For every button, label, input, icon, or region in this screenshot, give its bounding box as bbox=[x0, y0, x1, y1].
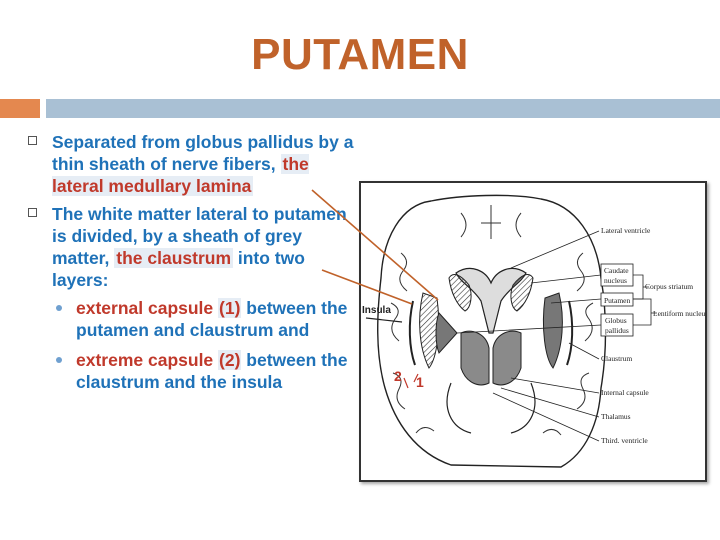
left-caudate bbox=[448, 274, 472, 312]
label-claustrum: Claustrum bbox=[601, 354, 632, 363]
label-third-ventricle: Third. ventricle bbox=[601, 436, 648, 445]
leader-lines bbox=[456, 230, 602, 442]
insula-pointer bbox=[365, 317, 403, 323]
label-thalamus: Thalamus bbox=[601, 412, 631, 421]
slide-title: PUTAMEN bbox=[251, 30, 469, 79]
label-globus-2: pallidus bbox=[605, 326, 629, 335]
claustrum-pointer-line bbox=[321, 269, 413, 305]
title-bar bbox=[46, 99, 720, 118]
lentiform-bracket bbox=[633, 298, 657, 326]
label-caudate-1: Caudate bbox=[604, 266, 629, 275]
capsule-number-1: 1 bbox=[416, 374, 424, 390]
bullet-item-1: Separated from globus pallidus by a thin… bbox=[26, 131, 358, 197]
extreme-capsule-term: extreme capsule bbox=[76, 350, 214, 370]
dot-bullet-icon bbox=[56, 357, 62, 363]
label-corpus-striatum: Corpus striatum bbox=[645, 282, 693, 291]
extreme-capsule-rest: between the claustrum and the insula bbox=[76, 350, 348, 392]
label-globus-1: Globus bbox=[605, 316, 627, 325]
lamina-pointer-line bbox=[311, 189, 439, 301]
bullet-list: Separated from globus pallidus by a thin… bbox=[26, 131, 358, 401]
brain-section-drawing: Lateral ventricle Caudate nucleus Putame… bbox=[377, 194, 708, 468]
external-capsule-rest: between the putamen and claustrum and bbox=[76, 298, 348, 340]
left-thalamus bbox=[460, 330, 490, 386]
capsule-number-2: 2 bbox=[394, 368, 402, 384]
insula-label: Insula bbox=[362, 305, 391, 316]
title-bar-accent bbox=[0, 99, 40, 118]
brain-outline bbox=[377, 194, 607, 468]
extreme-capsule-number: (2) bbox=[218, 350, 242, 370]
right-claustrum bbox=[566, 300, 574, 366]
label-caudate-2: nucleus bbox=[604, 276, 627, 285]
bullet-item-2: The white matter lateral to putamen is d… bbox=[26, 203, 358, 291]
left-claustrum bbox=[408, 300, 416, 366]
external-capsule-term: external capsule bbox=[76, 298, 214, 318]
posterior-horns bbox=[446, 382, 536, 434]
left-gyri bbox=[390, 252, 435, 434]
bullet-1-text: Separated from globus pallidus by a thin… bbox=[52, 132, 354, 174]
capsule-number-marks bbox=[403, 373, 419, 389]
bullet-2-text-after: into two layers: bbox=[52, 248, 305, 290]
putamen-label-box bbox=[600, 292, 634, 307]
label-putamen: Putamen bbox=[604, 296, 630, 305]
dot-bullet-icon bbox=[56, 305, 62, 311]
subbullet-external-capsule: external capsule (1) between the putamen… bbox=[26, 297, 358, 341]
right-putamen bbox=[542, 292, 563, 369]
bullet-2-text: The white matter lateral to putamen is d… bbox=[52, 204, 347, 268]
left-globus-pallidus bbox=[435, 312, 458, 354]
label-internal-capsule: Internal capsule bbox=[601, 388, 649, 397]
right-caudate bbox=[510, 274, 534, 312]
label-lateral-ventricle: Lateral ventricle bbox=[601, 226, 651, 235]
square-bullet-icon bbox=[28, 208, 37, 217]
top-sulci bbox=[460, 205, 522, 239]
right-thalamus bbox=[492, 330, 522, 386]
claustrum-term: the claustrum bbox=[114, 248, 233, 268]
external-capsule-number: (1) bbox=[218, 298, 242, 318]
subbullet-extreme-capsule: extreme capsule (2) between the claustru… bbox=[26, 349, 358, 393]
label-lentiform-nucleus: Lentiform nucleus bbox=[653, 309, 705, 318]
brain-section-diagram: Lateral ventricle Caudate nucleus Putame… bbox=[359, 181, 708, 482]
square-bullet-icon bbox=[28, 136, 37, 145]
right-gyri bbox=[542, 252, 594, 436]
